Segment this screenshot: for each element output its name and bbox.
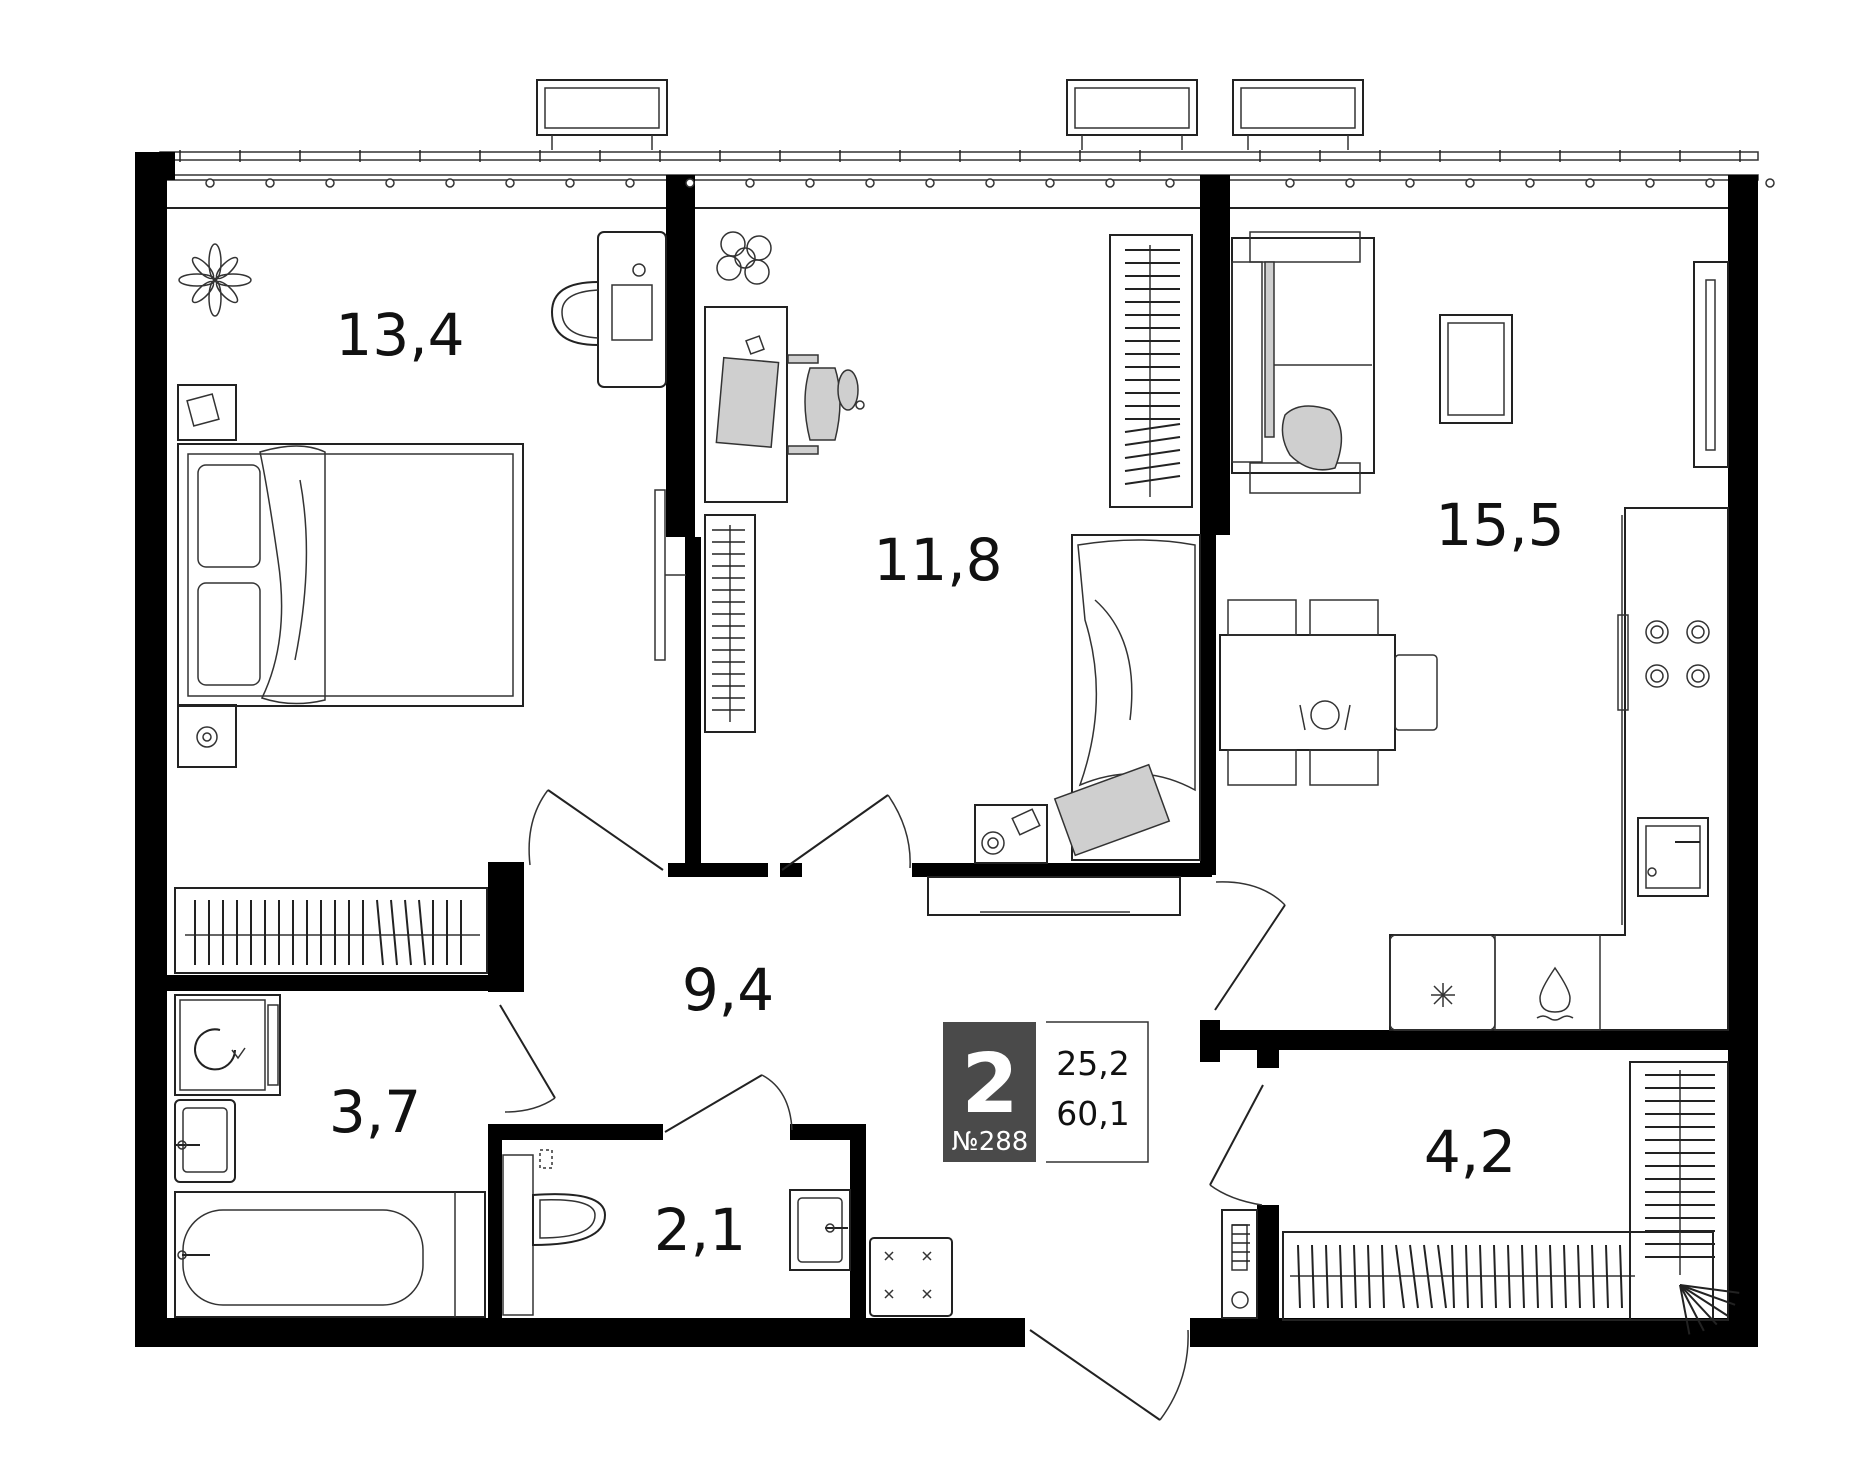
hanger-racks [194, 249, 1740, 1335]
room-area-storage: 4,2 [1424, 1118, 1516, 1186]
water-drop-icon [1536, 966, 1574, 1021]
bathroom-furniture [174, 994, 486, 1318]
sink-icon [1637, 817, 1709, 897]
room-area-bedroom-2: 11,8 [873, 526, 1002, 594]
plant-icon [716, 231, 772, 285]
washing-machine-icon [194, 1028, 246, 1071]
summary-badge: 2 №288 25,2 60,1 [943, 1021, 1149, 1163]
room-area-hallway: 9,4 [682, 956, 774, 1024]
walls [135, 152, 1758, 1347]
room-area-kitchen-living: 15,5 [1435, 491, 1564, 559]
room-labels: 13,4 11,8 15,5 9,4 3,7 2,1 4,2 [329, 301, 1565, 1264]
window-mullions [179, 150, 1775, 188]
balcony-planters [536, 79, 1364, 150]
toilet-furniture [502, 1149, 953, 1317]
room-count: 2 [961, 1037, 1018, 1132]
bedroom-2-furniture [704, 231, 1201, 916]
doors [499, 789, 1286, 1421]
cooktop-icon [1645, 620, 1710, 688]
total-area: 60,1 [1056, 1094, 1129, 1133]
kitchen-living-furniture [1219, 231, 1729, 1031]
snowflake-icon [1431, 983, 1455, 1007]
apartment-number: №288 [952, 1127, 1029, 1157]
living-area: 25,2 [1056, 1044, 1129, 1083]
room-area-bedroom-1: 13,4 [335, 301, 464, 369]
storage-furniture [1221, 1061, 1729, 1321]
bedroom-1-furniture [174, 231, 686, 974]
room-area-toilet: 2,1 [654, 1196, 746, 1264]
plant-icon [178, 243, 252, 317]
room-area-bathroom: 3,7 [329, 1078, 421, 1146]
window-strip [159, 151, 1759, 209]
